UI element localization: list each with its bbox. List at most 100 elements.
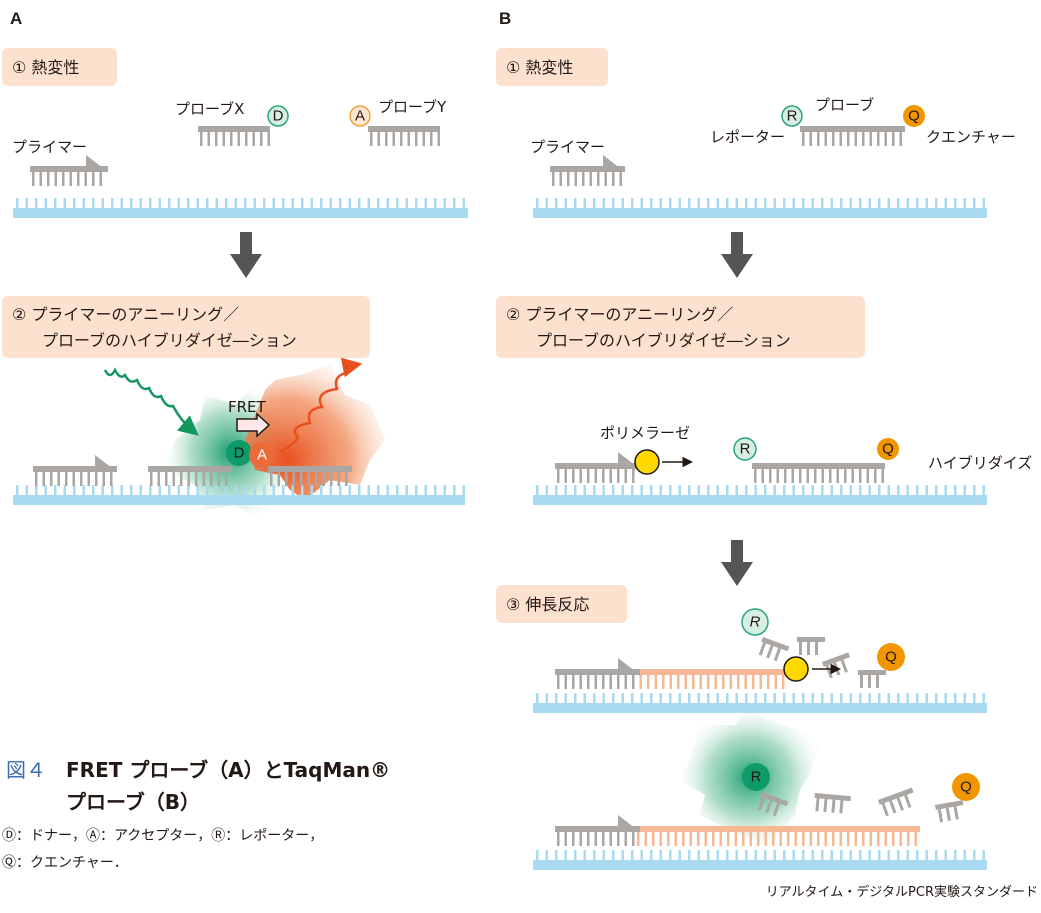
probe-x-base [230,132,233,146]
fragment-base [765,800,773,814]
extension-strand-base [832,832,835,846]
template-base [982,850,985,860]
template-base [688,485,691,495]
extension-strand-base [839,832,842,846]
template-base [973,485,976,495]
template-base [602,693,605,703]
template-base [830,850,833,860]
fragment-base [881,802,889,817]
template-base [453,485,456,495]
taqman-probe-base [802,132,805,146]
step-a2-line2: プローブのハイブリダイゼ―ション [42,331,297,350]
template-base [745,485,748,495]
primer-base [617,469,620,483]
primer-base [35,472,38,486]
probe-y-base [345,472,348,486]
fragment-base [831,799,836,813]
template-base [149,198,152,208]
probe-y-base [370,132,373,146]
extension-strand-base [772,832,775,846]
donor-icon [226,440,252,466]
taqman-probe-base [832,132,835,146]
template-base [764,198,767,208]
template-base [244,198,247,208]
step-box-a2 [2,296,370,358]
extension-strand-base [824,832,827,846]
fragment-base [937,809,944,823]
extension-strand-base [809,832,812,846]
template-base [906,693,909,703]
probe-x-base [217,472,220,486]
probe-y-base [385,132,388,146]
template-base [821,198,824,208]
taqman-probe-base [892,132,895,146]
down-arrow-icon [721,540,753,586]
extension-strand-base [659,832,662,846]
template-base [348,198,351,208]
primer-base [624,675,627,689]
template-base [678,485,681,495]
probe-fragment [797,637,825,655]
taqman-probe-base [754,469,757,483]
primer [555,463,640,469]
template-base [564,198,567,208]
template-base [555,485,558,495]
probe-y-base [392,132,395,146]
template-base [944,485,947,495]
template-base [612,485,615,495]
primer-base [92,172,95,186]
template-base [44,198,47,208]
template-base [716,850,719,860]
primer-base [587,832,590,846]
fragment-base [773,647,782,662]
template-base [253,198,256,208]
template-base [887,198,890,208]
probe-x-base [215,132,218,146]
template-base [944,693,947,703]
extension-strand-base [737,675,740,689]
template-base [764,850,767,860]
template-base [424,485,427,495]
template-base [545,485,548,495]
donor-icon [267,105,289,127]
template-base [935,850,938,860]
fragment-base [807,642,810,655]
primer-base [567,172,570,186]
template-base [745,198,748,208]
template-base [574,485,577,495]
template-base [196,485,199,495]
fragment-base [825,664,833,679]
template-base [650,198,653,208]
extension-strand-base [877,832,880,846]
quencher-label: クエンチャー [926,128,1016,146]
probe-y [268,466,352,472]
probe-y-base [285,472,288,486]
template-base [916,485,919,495]
probe-fragment [757,792,789,817]
template-base [462,485,465,495]
probe-x-base [210,472,213,486]
quencher-icon [877,438,899,460]
template-base [545,850,548,860]
fragment-base [823,798,828,813]
primer-base [50,472,53,486]
template-base [688,850,691,860]
template-base [73,485,76,495]
template-base [640,485,643,495]
extension-strand-base [734,832,737,846]
quencher-letter: Q [885,649,897,666]
template-base [982,198,985,208]
probe-fragment [758,637,790,662]
probe-fragment [878,787,914,817]
template-base [310,485,313,495]
extension-strand-base [684,675,687,689]
template-base [612,198,615,208]
excitation-light-arrow [103,367,199,436]
fragment-base [839,800,844,814]
extension-strand-base [907,832,910,846]
template-base [792,198,795,208]
template-base [963,485,966,495]
probe-y-base [407,132,410,146]
primer-base [632,469,635,483]
template-base [621,485,624,495]
